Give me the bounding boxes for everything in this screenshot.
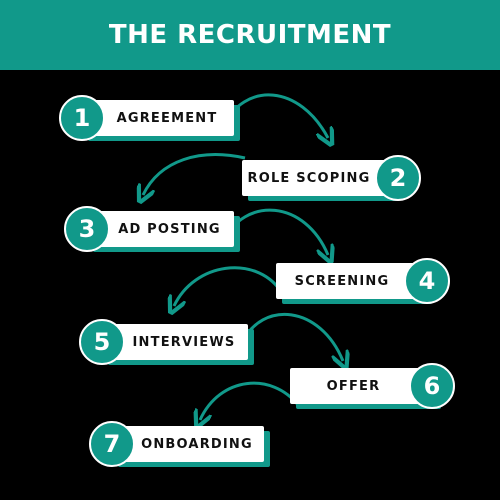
step-7-box: ONBOARDING xyxy=(112,426,270,467)
step-5-number-badge: 5 xyxy=(79,319,125,365)
step-2-number-badge: 2 xyxy=(375,155,421,201)
step-7-number-badge: 7 xyxy=(89,421,135,467)
step-1-number-badge: 1 xyxy=(59,95,105,141)
page-title: THE RECRUITMENT xyxy=(108,20,392,50)
step-1-label: AGREEMENT xyxy=(82,100,234,136)
title-banner: THE RECRUITMENT xyxy=(0,0,500,70)
arrow-2-to-3 xyxy=(143,153,246,195)
step-2-box: ROLE SCOPING xyxy=(242,160,400,201)
step-3-number-badge: 3 xyxy=(64,206,110,252)
step-2-label: ROLE SCOPING xyxy=(242,160,394,196)
arrow-6-to-7 xyxy=(200,381,300,420)
step-3-label: AD POSTING xyxy=(87,211,234,247)
arrow-5-to-6 xyxy=(240,312,343,361)
step-3-box: AD POSTING xyxy=(87,211,240,252)
arrow-4-to-5 xyxy=(174,266,282,306)
step-5-box: INTERVIEWS xyxy=(102,324,254,365)
step-6-number-badge: 6 xyxy=(409,363,455,409)
step-5-label: INTERVIEWS xyxy=(102,324,248,360)
step-1-box: AGREEMENT xyxy=(82,100,240,141)
step-7-label: ONBOARDING xyxy=(112,426,264,462)
step-4-number-badge: 4 xyxy=(404,258,450,304)
step-4-label: SCREENING xyxy=(276,263,426,299)
